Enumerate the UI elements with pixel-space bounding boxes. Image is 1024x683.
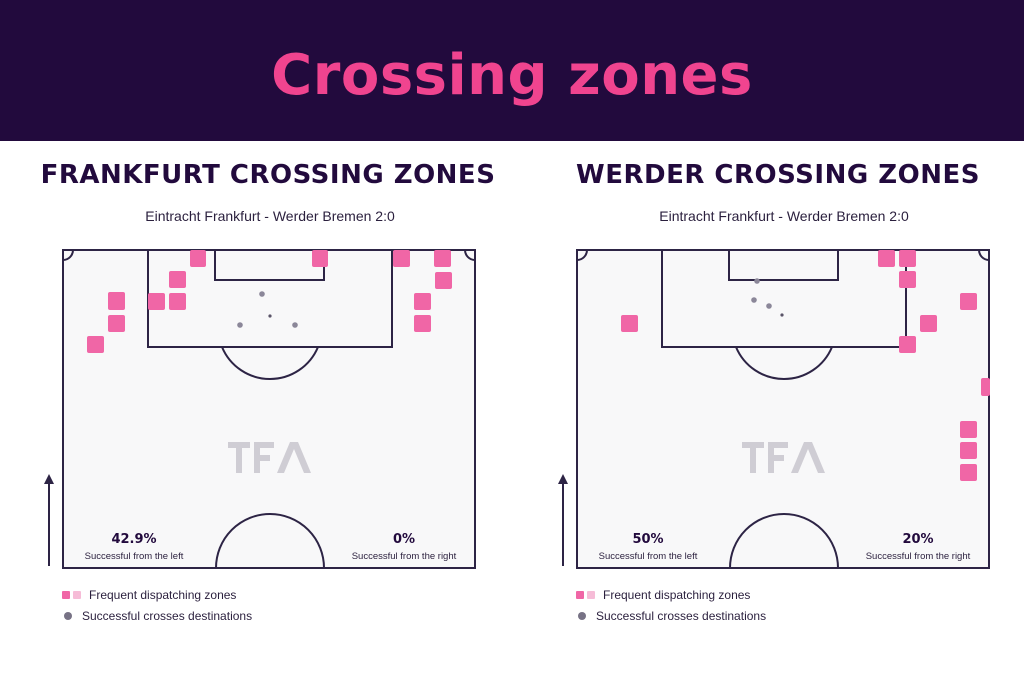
zone-cell: [393, 250, 410, 267]
zone-cell: [960, 421, 977, 438]
tfa-watermark: [228, 442, 311, 473]
legend-destinations: Successful crosses destinations: [62, 605, 252, 626]
zone-cell: [960, 293, 977, 310]
left-success-pct: 42.9%: [111, 532, 156, 547]
zone-swatch-dark: [62, 590, 70, 599]
attack-direction-arrow: [558, 474, 568, 566]
zone-cell: [899, 336, 916, 353]
cross-destinations: [237, 291, 298, 328]
right-success-caption: Successful from the right: [866, 551, 971, 562]
destination-dot: [751, 297, 757, 303]
zone-swatch-light: [587, 590, 595, 599]
pitch-diagram: 50% Successful from the left 20% Success…: [576, 249, 990, 569]
left-success-caption: Successful from the left: [599, 551, 698, 562]
destination-dot: [237, 322, 243, 328]
zone-cell: [899, 250, 916, 267]
destination-dot: [292, 322, 298, 328]
legend-frequent-zones: Frequent dispatching zones: [62, 584, 252, 605]
dispatch-zones: [621, 250, 990, 481]
pitch-outline: [576, 249, 990, 569]
legend-label: Frequent dispatching zones: [603, 587, 751, 602]
zone-cell: [148, 293, 165, 310]
match-subtitle: Eintracht Frankfurt - Werder Bremen 2:0: [145, 208, 395, 224]
destination-dot-swatch: [64, 611, 72, 620]
cross-destinations: [751, 278, 784, 317]
zone-cell: [960, 464, 977, 481]
header-banner: Crossing zones: [0, 0, 1024, 141]
zone-swatch-light: [73, 590, 81, 599]
centre-circle-arc: [215, 513, 325, 569]
destination-dot-swatch: [578, 611, 586, 620]
corner-arc-right: [978, 249, 990, 261]
zone-cell: [414, 293, 431, 310]
legend-destinations: Successful crosses destinations: [576, 605, 766, 626]
zone-cell: [169, 271, 186, 288]
corner-arc-right: [464, 249, 476, 261]
right-success-pct: 20%: [902, 532, 933, 547]
dispatch-zones: [87, 250, 452, 353]
zone-cell: [108, 292, 125, 310]
right-success-caption: Successful from the right: [352, 551, 457, 562]
zone-cell: [878, 250, 895, 267]
penalty-arc: [221, 346, 319, 380]
left-success-caption: Successful from the left: [85, 551, 184, 562]
zone-cell: [414, 315, 431, 332]
zone-cell: [190, 250, 206, 267]
attack-direction-arrow: [44, 474, 54, 566]
destination-dot: [766, 303, 772, 309]
legend-label: Successful crosses destinations: [596, 608, 767, 623]
pitch-diagram: 42.9% Successful from the left 0% Succes…: [62, 249, 476, 569]
zone-cell: [434, 250, 451, 267]
legend-frequent-zones: Frequent dispatching zones: [576, 584, 766, 605]
zone-cell: [960, 442, 977, 459]
destination-dot: [259, 291, 265, 297]
six-yard-box: [728, 249, 839, 281]
zone-cell: [108, 315, 125, 332]
legend-label: Successful crosses destinations: [82, 608, 253, 623]
page-title: Crossing zones: [271, 43, 753, 108]
zone-cell: [621, 315, 638, 332]
panel-title: WERDER CROSSING ZONES: [576, 160, 980, 190]
penalty-arc: [735, 346, 833, 380]
zone-cell: [169, 293, 186, 310]
right-success-pct: 0%: [393, 532, 415, 547]
zone-cell: [899, 271, 916, 288]
corner-arc-left: [576, 249, 588, 261]
centre-circle-arc: [729, 513, 839, 569]
legend: Frequent dispatching zones Successful cr…: [576, 584, 766, 626]
zone-cell: [435, 272, 452, 289]
zone-cell: [981, 378, 990, 396]
destination-dot: [268, 314, 272, 318]
legend-label: Frequent dispatching zones: [89, 587, 237, 602]
zone-cell: [312, 250, 328, 267]
destination-dot: [754, 278, 760, 284]
zone-cell: [87, 336, 104, 353]
zone-swatch-dark: [576, 590, 584, 599]
destination-dot: [780, 313, 784, 317]
left-success-pct: 50%: [632, 532, 663, 547]
werder-panel: WERDER CROSSING ZONES Eintracht Frankfur…: [512, 141, 1024, 683]
tfa-watermark: [742, 442, 825, 473]
match-subtitle: Eintracht Frankfurt - Werder Bremen 2:0: [659, 208, 909, 224]
zone-cell: [920, 315, 937, 332]
panel-title: FRANKFURT CROSSING ZONES: [40, 160, 496, 190]
frankfurt-panel: FRANKFURT CROSSING ZONES Eintracht Frank…: [0, 141, 512, 683]
legend: Frequent dispatching zones Successful cr…: [62, 584, 252, 626]
corner-arc-left: [62, 249, 74, 261]
